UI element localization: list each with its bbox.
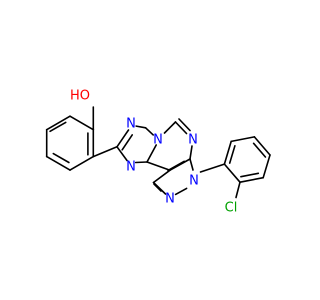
- bond: [69, 115, 95, 131]
- bond: [189, 145, 193, 160]
- pyrazole-n-aryl-label: N: [189, 174, 199, 189]
- bond: [146, 161, 171, 171]
- bond: [262, 154, 271, 179]
- bond: [223, 140, 232, 165]
- bond: [69, 155, 95, 171]
- triazole-n-bottom-label: N: [126, 160, 136, 175]
- bond: [174, 121, 188, 135]
- pyrazole-n-label: N: [165, 192, 175, 207]
- bond-set: [45, 106, 271, 199]
- triazole-n-bridge-label: N: [153, 133, 163, 148]
- canvas-background: [0, 0, 300, 300]
- bond: [199, 163, 226, 173]
- pyrimidine-n-label: N: [188, 133, 198, 148]
- chlorine-label: Cl: [225, 201, 238, 216]
- molecule-structure: HO N N N N N N Cl: [0, 0, 300, 300]
- bond: [178, 118, 191, 132]
- bond: [116, 146, 128, 162]
- bond: [45, 155, 71, 171]
- bond: [92, 146, 118, 158]
- triazole-n-top-label: N: [126, 117, 136, 132]
- bond: [167, 160, 185, 172]
- bond: [230, 136, 256, 143]
- bond: [146, 144, 157, 163]
- atom-label-set: HO N N N N N N Cl: [70, 89, 237, 216]
- bond: [240, 172, 260, 178]
- bond: [174, 187, 188, 196]
- bond: [153, 183, 162, 192]
- bond: [253, 136, 271, 156]
- bond: [144, 127, 154, 136]
- bond: [152, 169, 171, 184]
- bond: [228, 145, 236, 164]
- bond: [223, 163, 241, 183]
- bond: [135, 125, 147, 129]
- bond: [134, 161, 148, 164]
- bond: [235, 181, 241, 199]
- bond: [45, 115, 71, 131]
- bond: [49, 121, 67, 133]
- bond: [52, 152, 70, 164]
- hydroxyl-label: HO: [70, 89, 90, 104]
- bond: [239, 176, 265, 183]
- bond: [189, 158, 194, 171]
- bond: [163, 121, 177, 134]
- bond: [121, 134, 133, 151]
- bond: [116, 129, 130, 148]
- bond: [252, 142, 267, 158]
